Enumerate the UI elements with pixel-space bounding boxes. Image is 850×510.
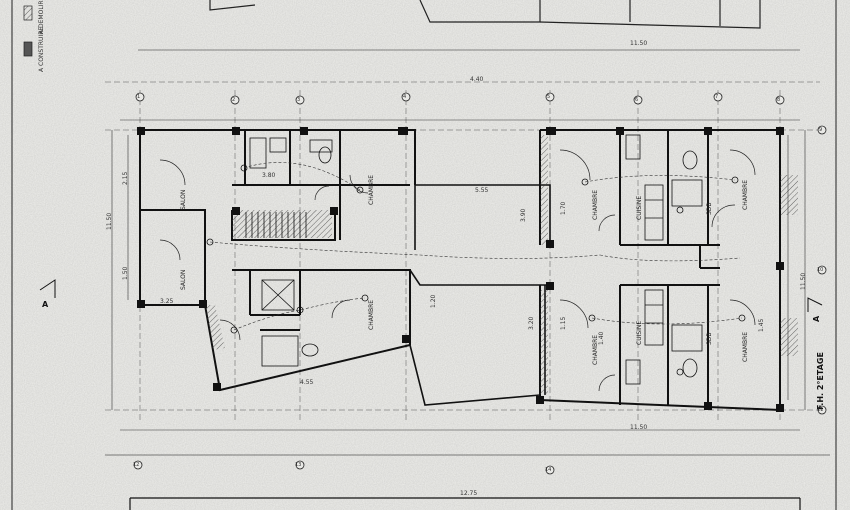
dimension-text: 3.90 [520, 208, 527, 222]
lower-plan-fragment [105, 454, 830, 510]
axis-bubbles [133, 92, 827, 475]
right-door-swings [559, 149, 756, 392]
dimension-text: 11.50 [630, 40, 648, 47]
room-label-sdb-upper: SDB [706, 202, 713, 215]
dimension-text: 1.40 [598, 331, 605, 345]
room-label-cuisine-lower: CUISINE [636, 320, 643, 345]
axis-number: 9 [819, 127, 823, 133]
section-markers [39, 279, 823, 312]
dimension-text: 5.55 [475, 187, 489, 194]
axis-number: 11 [817, 407, 824, 413]
dimension-text: 1.20 [430, 294, 437, 308]
room-label-chambre-4: CHAMBRE [742, 179, 749, 210]
section-mark-right: A [812, 315, 821, 322]
dimension-text: 4.40 [470, 76, 484, 83]
axis-number: 4 [403, 94, 407, 100]
axis-number: 7 [715, 94, 719, 100]
dimension-text: 11.50 [630, 424, 648, 431]
axis-number: 14 [545, 467, 552, 473]
dimension-text: 12.75 [460, 490, 478, 497]
dimension-text: 1.45 [758, 318, 765, 332]
room-label-salon-upper: SALON [180, 189, 187, 210]
circuit-wiring [209, 162, 743, 331]
legend-build-label: A CONSTRUIRE [38, 26, 45, 72]
dimension-text: 1.70 [560, 201, 567, 215]
axis-number: 6 [635, 97, 639, 103]
right-columns [536, 127, 784, 412]
room-label-chambre-6: CHAMBRE [742, 331, 749, 362]
dimension-text: 3.80 [262, 172, 276, 179]
dimension-text: 3.25 [160, 298, 174, 305]
dimension-text: 11.50 [800, 272, 807, 290]
axis-number: 3 [297, 97, 301, 103]
axis-number: 5 [547, 94, 551, 100]
left-fixtures [249, 137, 333, 367]
axis-number: 10 [817, 267, 824, 273]
right-demolish-zones [540, 135, 798, 395]
dimension-text: 1.15 [560, 316, 567, 330]
electrical-symbols [206, 164, 746, 376]
left-stair [245, 212, 307, 238]
right-fixtures [625, 134, 703, 385]
dimension-text: 4.55 [300, 379, 314, 386]
upper-plan-fragment [138, 0, 800, 51]
dimension-text: 1.50 [122, 266, 129, 280]
axis-number: 1 [137, 94, 141, 100]
left-columns [137, 127, 410, 391]
dimension-text: 3.20 [528, 316, 535, 330]
room-label-salon-lower: SALON [180, 269, 187, 290]
dimension-text: 2.15 [122, 171, 129, 185]
room-label-chambre-2: CHAMBRE [368, 299, 375, 330]
left-door-swings [159, 159, 369, 341]
axis-number: 12 [133, 462, 140, 468]
section-mark-left: A [42, 300, 49, 309]
axis-number: 13 [295, 462, 302, 468]
dimension-text: 11.50 [106, 212, 113, 230]
axis-number: 2 [232, 97, 236, 103]
room-label-chambre-3: CHAMBRE [592, 189, 599, 220]
level-title: F.H. 2°ETAGE [816, 352, 825, 410]
axis-number: 8 [777, 97, 781, 103]
legend-swatches [23, 5, 33, 57]
room-label-sdb-lower: SDB [706, 332, 713, 345]
room-label-cuisine-upper: CUISINE [636, 195, 643, 220]
room-label-chambre-1: CHAMBRE [368, 174, 375, 205]
sheet-frame [11, 0, 837, 510]
